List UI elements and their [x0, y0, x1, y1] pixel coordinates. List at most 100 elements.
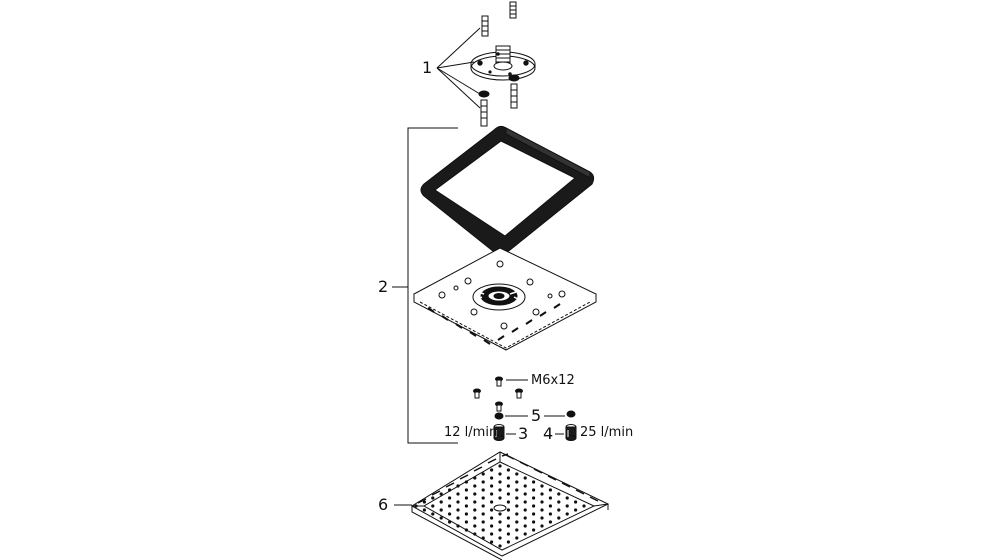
spray-plate	[394, 451, 610, 560]
nozzle	[548, 496, 553, 500]
nozzle	[515, 496, 519, 500]
nozzle	[515, 520, 519, 524]
nozzle	[498, 496, 502, 500]
nozzle	[448, 520, 452, 524]
nozzle	[431, 504, 435, 508]
nozzle	[448, 512, 452, 516]
nozzle	[464, 496, 468, 500]
nozzle	[515, 528, 519, 532]
nozzle	[422, 500, 426, 504]
washer-left	[478, 90, 490, 98]
screw-m6x12-left	[473, 388, 481, 399]
nozzle	[506, 524, 510, 528]
mounting-bolt-top-left	[481, 15, 489, 37]
nozzle	[422, 508, 426, 512]
label-part-2: 2	[378, 277, 389, 296]
nozzle	[506, 540, 510, 544]
nozzle	[515, 472, 519, 476]
nozzle	[490, 508, 494, 512]
mounting-bolt-lower-left	[480, 99, 488, 127]
nozzle	[523, 508, 527, 512]
nozzle	[506, 500, 510, 504]
nozzle	[498, 464, 502, 468]
nozzle	[473, 492, 477, 496]
nozzle	[481, 488, 485, 492]
nozzle	[481, 472, 485, 476]
flow-limiter-12	[493, 424, 505, 441]
nozzle	[473, 484, 477, 488]
nozzle	[557, 492, 561, 496]
nozzle	[506, 484, 510, 488]
nozzle	[464, 512, 468, 516]
nozzle	[498, 536, 502, 540]
nozzle	[557, 508, 561, 512]
nozzle	[481, 536, 485, 540]
assembly-bracket-2	[407, 127, 458, 444]
nozzle	[481, 512, 485, 516]
nozzle	[448, 488, 452, 492]
nozzle	[473, 500, 477, 504]
screw-m6x12-right	[515, 388, 523, 399]
nozzle	[557, 500, 561, 504]
mounting-bolt-top-right	[509, 1, 517, 19]
nozzle	[523, 484, 527, 488]
nozzle	[439, 492, 443, 496]
nozzle	[548, 520, 553, 524]
nozzle	[548, 504, 553, 508]
nozzle	[439, 500, 443, 504]
nozzle	[574, 500, 578, 504]
body-plate	[412, 247, 598, 351]
label-screw-size: M6x12	[531, 373, 575, 388]
nozzle	[498, 520, 502, 524]
nozzle	[456, 508, 460, 512]
nozzle	[540, 508, 544, 512]
nozzle	[515, 536, 519, 540]
nozzle	[490, 524, 494, 528]
nozzle	[473, 524, 477, 528]
nozzle	[473, 508, 477, 512]
nozzle	[498, 488, 502, 492]
nozzle	[532, 504, 536, 508]
nozzle	[439, 508, 443, 512]
nozzle	[431, 512, 435, 516]
nozzle	[506, 476, 510, 480]
nozzle	[498, 512, 502, 516]
nozzle	[523, 492, 527, 496]
nozzle	[523, 524, 527, 528]
screw-m6x12-top	[495, 376, 503, 387]
nozzle	[515, 488, 519, 492]
nozzle	[481, 528, 485, 532]
nozzle	[490, 500, 494, 504]
nozzle	[532, 480, 536, 484]
nozzle	[540, 516, 544, 520]
nozzle	[431, 496, 435, 500]
nozzle	[490, 468, 494, 472]
washer-right	[508, 74, 520, 82]
nozzle	[540, 492, 544, 496]
nozzle	[456, 500, 460, 504]
label-part-6: 6	[378, 495, 389, 514]
nozzle	[557, 516, 561, 520]
mounting-bracket	[470, 45, 536, 81]
nozzle	[515, 480, 519, 484]
nozzle	[574, 508, 578, 512]
nozzle	[540, 500, 544, 504]
nozzle	[523, 516, 527, 520]
label-flow-12: 12 l/min	[444, 425, 498, 440]
nozzle	[464, 528, 468, 532]
nozzle	[532, 528, 536, 532]
nozzle	[506, 508, 510, 512]
nozzle	[515, 512, 519, 516]
nozzle	[565, 512, 569, 516]
nozzle	[490, 516, 494, 520]
nozzle	[456, 516, 460, 520]
nozzle	[506, 492, 510, 496]
nozzle	[490, 476, 494, 480]
nozzle	[456, 484, 460, 488]
nozzle	[523, 476, 527, 480]
nozzle	[523, 500, 527, 504]
label-flow-25: 25 l/min	[580, 425, 634, 440]
nozzle	[540, 484, 544, 488]
small-parts-group	[473, 376, 577, 441]
nozzle	[448, 496, 452, 500]
